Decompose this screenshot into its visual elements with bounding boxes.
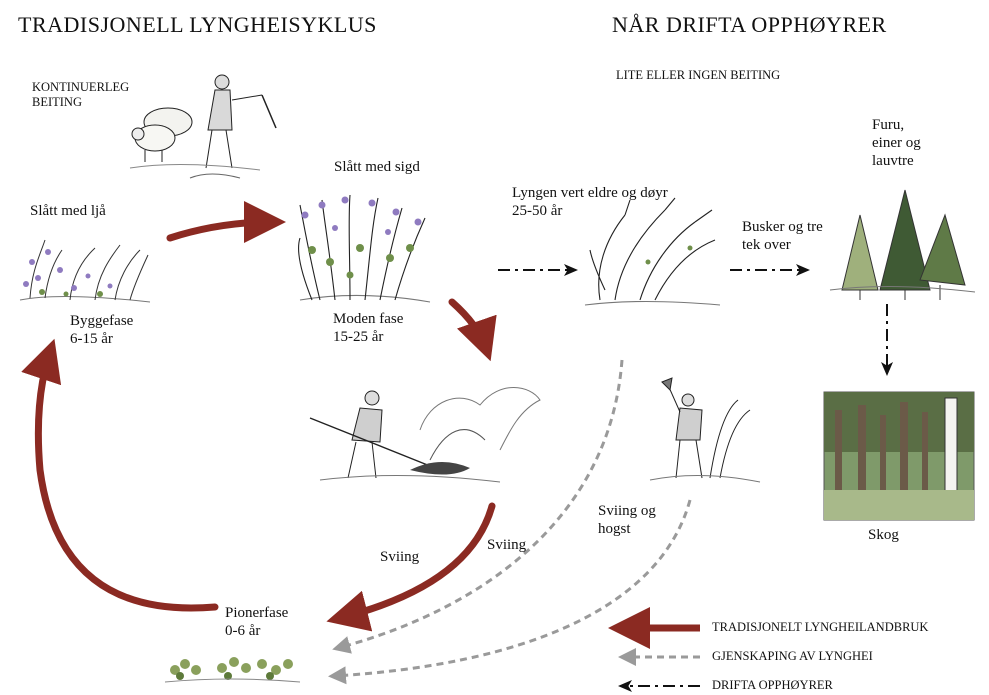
label-forest: Skog [868, 526, 899, 544]
label-continuous-grazing-line2: BEITING [32, 95, 129, 110]
label-shrubs-line2: tek over [742, 236, 823, 254]
label-building-phase-name: Byggefase [70, 312, 133, 330]
label-burning-felling-line1: Sviing og [598, 502, 656, 520]
building-phase-heather [20, 240, 150, 302]
label-tree-species-line3: lauvtre [872, 152, 921, 170]
forest-illustration [824, 392, 974, 520]
label-sickle-mowing: Slått med sigd [334, 158, 420, 176]
label-mature-phase: Moden fase 15-25 år [333, 310, 403, 346]
arrow-pioneer-to-build [38, 352, 215, 608]
label-heather-ages-years: 25-50 år [512, 202, 668, 220]
label-pioneer-phase-years: 0-6 år [225, 622, 288, 640]
label-continuous-grazing: KONTINUERLEG BEITING [32, 80, 129, 110]
label-burning-and-felling: Sviing og hogst [598, 502, 656, 538]
label-tree-species-line1: Furu, [872, 116, 921, 134]
arrow-build-to-mature [170, 222, 272, 238]
label-tree-species-line2: einer og [872, 134, 921, 152]
label-tree-species: Furu, einer og lauvtre [872, 116, 921, 170]
legend-abandon-label: DRIFTA OPPHØYRER [712, 678, 833, 693]
sheep-and-scythe-illustration [130, 75, 276, 178]
legend-restore-label: GJENSKAPING AV LYNGHEI [712, 649, 873, 664]
label-scythe-mowing: Slått med ljå [30, 202, 106, 220]
felling-tree-illustration [650, 378, 760, 482]
title-when-abandoned: NÅR DRIFTA OPPHØYRER [612, 12, 887, 38]
label-building-phase: Byggefase 6-15 år [70, 312, 133, 348]
label-burning-left: Sviing [380, 548, 419, 566]
young-trees-illustration [830, 190, 975, 300]
label-mature-phase-name: Moden fase [333, 310, 403, 328]
label-little-grazing: LITE ELLER INGEN BEITING [616, 68, 780, 83]
label-burning-right: Sviing [487, 536, 526, 554]
legend-traditional-label: TRADISJONELT LYNGHEILANDBRUK [712, 620, 928, 635]
label-continuous-grazing-line1: KONTINUERLEG [32, 80, 129, 95]
label-burning-felling-line2: hogst [598, 520, 656, 538]
label-building-phase-years: 6-15 år [70, 330, 133, 348]
label-pioneer-phase-name: Pionerfase [225, 604, 288, 622]
label-heather-ages: Lyngen vert eldre og døyr 25-50 år [512, 184, 668, 220]
label-heather-ages-text: Lyngen vert eldre og døyr [512, 184, 668, 202]
label-shrubs-take-over: Busker og tre tek over [742, 218, 823, 254]
title-traditional-cycle: TRADISJONELL LYNGHEISYKLUS [18, 12, 377, 38]
label-shrubs-line1: Busker og tre [742, 218, 823, 236]
pioneer-phase-seedlings [165, 657, 300, 682]
label-mature-phase-years: 15-25 år [333, 328, 403, 346]
label-pioneer-phase: Pionerfase 0-6 år [225, 604, 288, 640]
burning-heather-illustration [310, 388, 540, 483]
arrow-mature-to-burn [452, 302, 486, 348]
mature-phase-heather [299, 195, 431, 302]
